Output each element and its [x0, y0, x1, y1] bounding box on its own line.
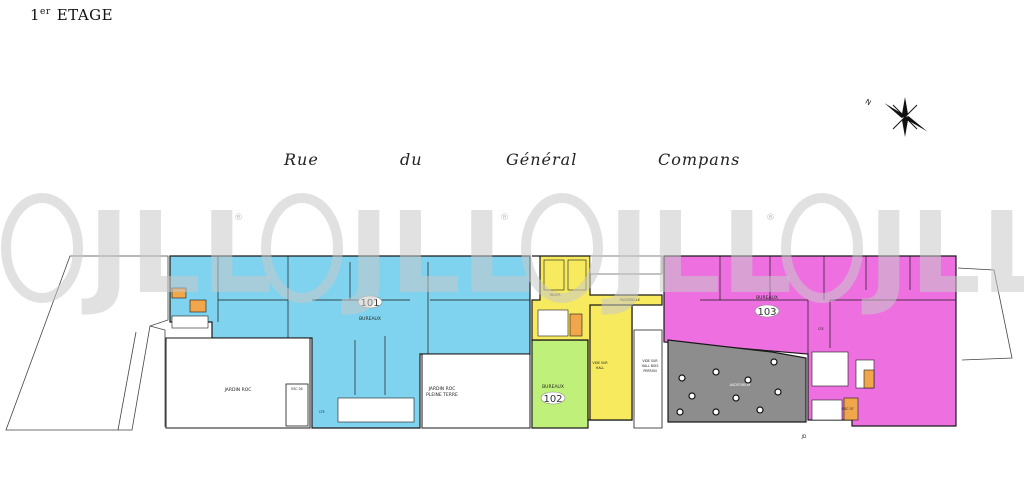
site-outline-right [957, 267, 1013, 361]
partitions [217, 256, 956, 395]
vide-sur-hall-shape [589, 304, 633, 421]
lot-103-badge-shape [754, 304, 780, 318]
sanitary-block [189, 299, 207, 313]
street-word-compans: Compans [658, 150, 741, 169]
floor-number: 1 [30, 6, 41, 24]
watermark-text: JLL [861, 189, 1024, 319]
lot-103-label: BUREAUX [756, 295, 778, 301]
lot-103-number: 103 [757, 307, 776, 318]
jardin-roc-pleine-terre-label-2: PLEINE TERRE [426, 392, 458, 398]
lot-101-number: 101 [360, 298, 379, 309]
street-word-du: du [400, 150, 423, 169]
top-room-center [589, 255, 663, 275]
lot-102-label: BUREAUX [542, 384, 564, 390]
jll-watermark: JLL JLL JLL JLL ® ® ® [1, 189, 1024, 319]
auditorium-fixture [688, 392, 696, 400]
watermark-registered: ® [234, 213, 243, 223]
street-word-general: Général [506, 150, 578, 169]
esc-right-label: ESC 07 [842, 407, 853, 411]
lift-block [543, 259, 565, 291]
lot-102-number: 102 [543, 394, 562, 405]
auditorium-fixture [678, 374, 686, 382]
lte-label: LTE [319, 410, 324, 414]
vide-sur-hall-bois [633, 329, 663, 429]
watermark-text: JLL [341, 189, 532, 319]
compass-rose-icon: N [864, 97, 928, 137]
vide-sur-hall-label-2: HALL [596, 366, 604, 370]
street-word-rue: Rue [284, 150, 319, 169]
auditorium-fixture [732, 394, 740, 402]
vide-sur-hall-label-1: VIDE SUR [592, 361, 608, 365]
auditorium-fixture [770, 358, 778, 366]
lot-102-badge-shape [540, 391, 566, 405]
jardin-roc-pleine-terre-label-1: JARDIN ROC [428, 386, 456, 392]
vide-sur-hall-bois-label-2: HALL BOIS [642, 364, 659, 368]
stair-block [811, 399, 843, 421]
esc-label: ESC 04 [291, 387, 302, 391]
compass-line-2 [892, 104, 918, 130]
jll-ring [1, 193, 83, 303]
jll-logo-mark-icon [1, 193, 863, 303]
lot-101-badge: 101 [357, 295, 383, 309]
auditorium-fixture [712, 408, 720, 416]
compass-north-label: N [864, 98, 873, 108]
compass-point-e [905, 116, 928, 132]
site-outline-left-inner [149, 325, 166, 427]
site-outline [5, 255, 1013, 431]
auditorium-label: AUDITORIUM [730, 383, 751, 387]
esc-stair [285, 383, 309, 427]
compass-point-s [902, 117, 908, 137]
auditorium-fixture [774, 388, 782, 396]
compass-point-w [884, 103, 905, 118]
auditorium-fixture [712, 368, 720, 376]
watermark-registered: ® [766, 213, 775, 223]
sanitary-block [863, 369, 875, 389]
auditorium-fixture [744, 376, 752, 384]
jardin-roc-label: JARDIN ROC [224, 387, 252, 393]
floor-superscript: er [40, 7, 51, 17]
watermark-text: JLL [601, 189, 792, 319]
lot-102-badge: 102 [540, 391, 566, 405]
site-outline-left-line [117, 331, 137, 431]
sanitary-block [569, 313, 583, 337]
jd-label: JD [801, 434, 807, 440]
jll-ring [521, 193, 603, 303]
vide-sur-hall-bois-label-3: PERRON [643, 369, 657, 373]
watermark-text: JLL [81, 189, 272, 319]
floor-title: 1er ETAGE [30, 6, 113, 24]
sanitary-block [811, 351, 849, 387]
lot-103-badge: 103 [754, 304, 780, 318]
floor-label: ETAGE [56, 6, 114, 24]
auditorium-fixture [676, 408, 684, 416]
lot-102-shape [531, 339, 589, 429]
compass-point-n [902, 97, 908, 117]
lte-label-right: LTE [818, 327, 823, 331]
lot-101-label: BUREAUX [359, 316, 381, 322]
core-blocks [171, 259, 875, 427]
watermark-registered: ® [500, 213, 509, 223]
sanitary-block [171, 287, 187, 299]
sanitary-block [843, 397, 859, 421]
auditorium-fixture [756, 406, 764, 414]
lot-101-badge-shape [357, 295, 383, 309]
auditorium-fixtures [676, 358, 782, 416]
passerelle-label: PASSERELLE [620, 298, 640, 302]
jardin-roc-pleine-terre-block [421, 353, 531, 429]
stair-block [537, 309, 569, 337]
stair-block [171, 315, 209, 329]
jll-ring [781, 193, 863, 303]
jll-ring [261, 193, 343, 303]
vide-sur-hall-bois-label-1: VIDE SUR [642, 359, 658, 363]
sanitary-row [337, 397, 415, 423]
